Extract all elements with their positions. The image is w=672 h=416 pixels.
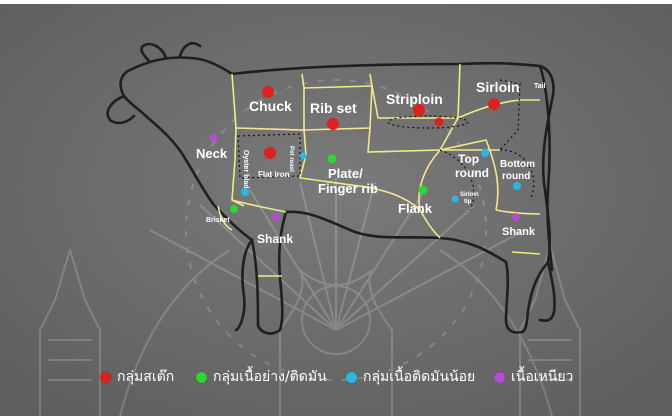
legend-label-grill: กลุ่มเนื้อย่าง/ติดมัน bbox=[213, 366, 327, 388]
legend-item-tough: เนื้อเหนียว bbox=[494, 362, 573, 392]
label-brisket: Brisket bbox=[206, 217, 230, 224]
label-sirloin-tip-1: Sirloin bbox=[460, 192, 479, 198]
legend: กลุ่มสเต๊ก กลุ่มเนื้อย่าง/ติดมัน กลุ่มเน… bbox=[0, 362, 672, 392]
dot-bottom-round bbox=[513, 182, 521, 190]
dot-top-round bbox=[481, 149, 489, 157]
dot-striploin bbox=[413, 104, 425, 116]
label-striploin: Striploin bbox=[386, 91, 443, 107]
label-shank-rear: Shank bbox=[502, 226, 536, 238]
label-pot-roast: Pot roast bbox=[288, 146, 294, 172]
dot-sirloin bbox=[488, 98, 500, 110]
label-oyster-blade: Oyster blade bbox=[242, 150, 249, 193]
legend-item-steak: กลุ่มสเต๊ก bbox=[100, 362, 174, 392]
label-bottom-round-1: Bottom bbox=[500, 159, 535, 170]
label-flat-iron: Flat iron bbox=[258, 170, 290, 179]
label-neck: Neck bbox=[196, 146, 228, 161]
dot-plate bbox=[328, 155, 337, 164]
legend-item-lean: กลุ่มเนื้อติดมันน้อย bbox=[346, 362, 475, 392]
dot-shank-front bbox=[272, 213, 280, 221]
legend-dot-tough bbox=[494, 372, 505, 383]
dot-flank bbox=[419, 186, 428, 195]
dot-shank-rear bbox=[512, 213, 520, 221]
label-sirloin: Sirloin bbox=[476, 79, 520, 95]
label-plate-2: Finger rib bbox=[318, 181, 378, 196]
legend-item-grill: กลุ่มเนื้อย่าง/ติดมัน bbox=[196, 362, 327, 392]
label-shank-front: Shank bbox=[257, 232, 293, 246]
label-rib-set: Rib set bbox=[310, 100, 357, 116]
label-chuck: Chuck bbox=[249, 98, 292, 114]
label-plate-1: Plate/ bbox=[328, 166, 363, 181]
label-bottom-round-2: round bbox=[502, 171, 530, 182]
legend-label-lean: กลุ่มเนื้อติดมันน้อย bbox=[363, 366, 475, 388]
legend-label-steak: กลุ่มสเต๊ก bbox=[117, 366, 174, 388]
dot-tenderloin bbox=[435, 118, 444, 127]
dot-pot-roast bbox=[300, 153, 307, 160]
label-sirloin-tip-2: tip bbox=[464, 199, 472, 205]
legend-dot-grill bbox=[196, 372, 207, 383]
legend-label-tough: เนื้อเหนียว bbox=[511, 366, 573, 388]
dot-brisket bbox=[230, 205, 238, 213]
label-tail: Tail bbox=[534, 83, 546, 90]
legend-dot-lean bbox=[346, 372, 357, 383]
dot-chuck bbox=[262, 86, 274, 98]
dot-neck bbox=[210, 134, 218, 142]
dot-flat-iron bbox=[264, 147, 276, 159]
legend-dot-steak bbox=[100, 372, 111, 383]
label-flank: Flank bbox=[398, 201, 433, 216]
dot-rib-set bbox=[327, 118, 339, 130]
dot-oyster-blade bbox=[241, 188, 249, 196]
dot-sirloin-tip bbox=[452, 196, 459, 203]
label-top-round-1: Top bbox=[458, 152, 479, 166]
label-top-round-2: round bbox=[455, 166, 489, 180]
